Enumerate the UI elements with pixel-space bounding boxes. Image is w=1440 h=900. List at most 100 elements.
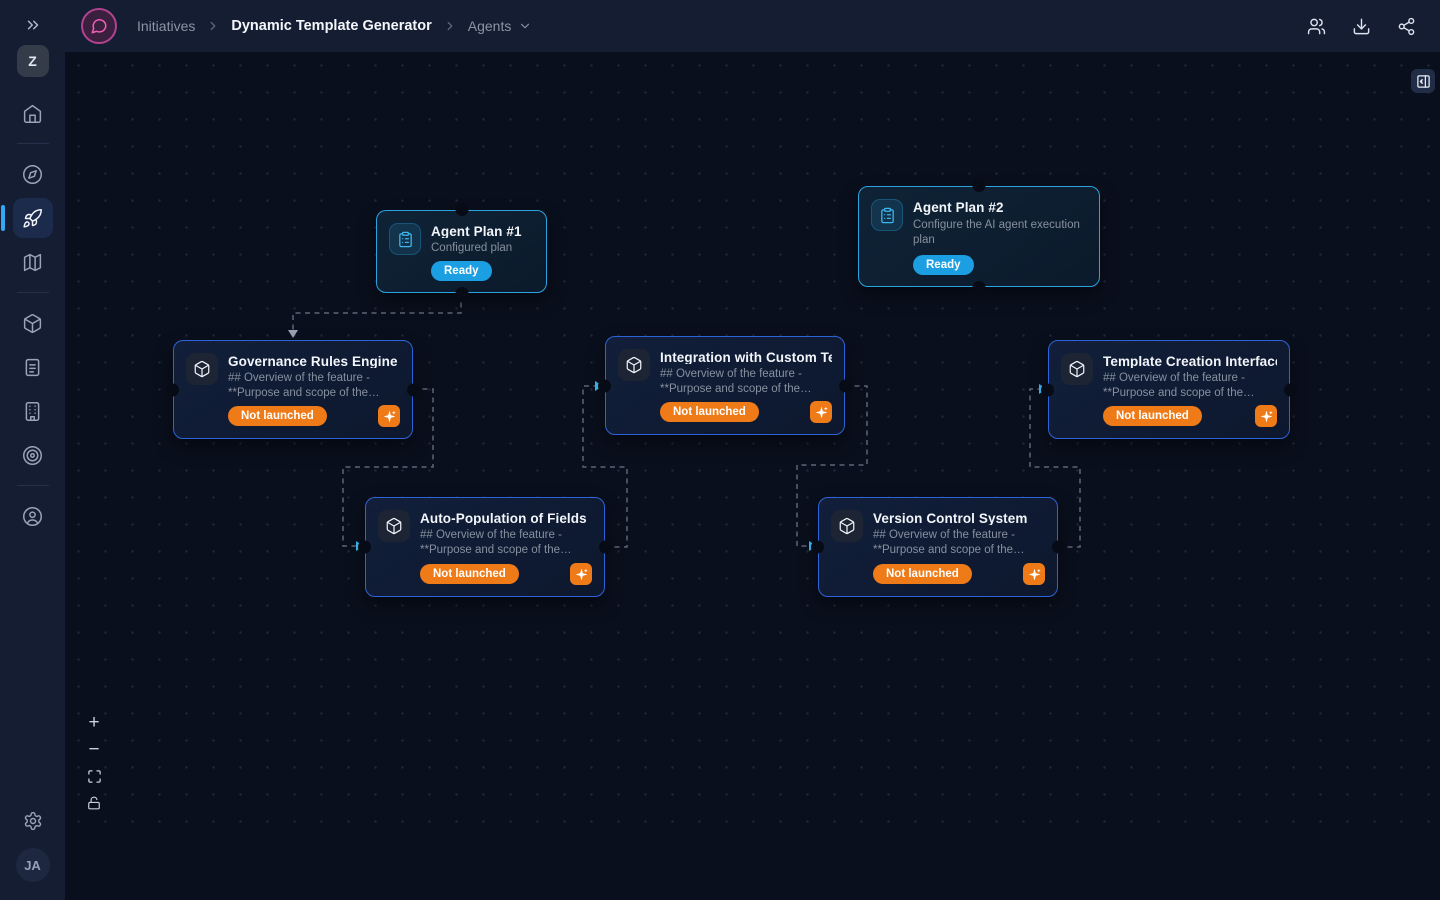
nodes-layer: Agent Plan #1 Configured plan Ready Agen… [65, 52, 1440, 900]
settings-button[interactable] [23, 811, 43, 834]
node-body: Version Control System ## Overview of th… [873, 509, 1045, 585]
rocket-icon [23, 208, 42, 228]
breadcrumb-view-selector[interactable]: Agents [467, 18, 512, 34]
node-description: ## Overview of the feature - **Purpose a… [660, 367, 802, 395]
sidebar-item-home[interactable] [13, 93, 53, 133]
sidebar-divider [16, 292, 49, 293]
lock-button[interactable] [82, 792, 106, 814]
status-badge: Not launched [660, 402, 759, 422]
topbar-actions [1307, 17, 1416, 36]
node-description: ## Overview of the feature - **Purpose a… [420, 529, 562, 557]
sparkles-icon [815, 406, 827, 418]
cube-icon [839, 517, 855, 535]
node-title: Auto-Population of Fields [420, 511, 587, 526]
sidebar-item-discover[interactable] [13, 154, 53, 194]
zoom-in-button[interactable]: + [82, 711, 106, 733]
canvas-node-version-control-system[interactable]: Version Control System ## Overview of th… [811, 497, 1065, 597]
node-handle[interactable] [1052, 540, 1065, 554]
sidebar-item-profile[interactable] [13, 496, 53, 536]
canvas-node-integration-with-custom-templates[interactable]: Integration with Custom Te... ## Overvie… [598, 336, 852, 435]
share-button[interactable] [1397, 17, 1416, 36]
sidebar-divider [16, 143, 49, 144]
clipboard-icon [398, 231, 412, 247]
node-type-icon [186, 353, 218, 385]
status-badge: Ready [913, 255, 974, 275]
node-title: Agent Plan #1 [431, 224, 522, 238]
members-icon [1307, 18, 1326, 34]
node-handle[interactable] [972, 179, 986, 192]
status-badge: Not launched [873, 564, 972, 584]
node-description: ## Overview of the feature - **Purpose a… [873, 529, 1015, 557]
clipboard-icon [880, 207, 894, 223]
sidebar-item-features[interactable] [13, 303, 53, 343]
active-indicator [0, 205, 5, 231]
canvas-node-agent-plan-1[interactable]: Agent Plan #1 Configured plan Ready [376, 203, 547, 300]
ai-generate-button[interactable] [1255, 405, 1277, 427]
node-body: Auto-Population of Fields ## Overview of… [420, 509, 592, 585]
panel-toggle-button[interactable] [1411, 69, 1435, 93]
ai-generate-button[interactable] [810, 401, 832, 423]
chevron-down-icon[interactable] [518, 19, 532, 33]
node-type-icon [871, 199, 903, 231]
node-handle[interactable] [166, 383, 179, 396]
node-handle[interactable] [811, 540, 824, 554]
user-avatar[interactable]: JA [15, 848, 50, 882]
sidebar-item-documents[interactable] [13, 347, 53, 387]
node-footer: Not launched [873, 557, 1045, 585]
export-button[interactable] [1352, 17, 1371, 36]
node-handle[interactable] [599, 540, 612, 554]
fit-view-icon [87, 769, 101, 783]
sidebar-item-goals[interactable] [13, 435, 53, 475]
package-icon [23, 313, 42, 333]
members-button[interactable] [1307, 17, 1326, 36]
workspace-avatar[interactable]: Z [16, 45, 49, 77]
node-description: ## Overview of the feature - **Purpose a… [228, 371, 370, 399]
canvas-node-governance-rules-engine[interactable]: Governance Rules Engine ## Overview of t… [166, 340, 420, 439]
breadcrumb-initiatives[interactable]: Initiatives [137, 18, 196, 34]
node-type-icon [1061, 353, 1093, 385]
chevrons-right-icon [27, 20, 38, 30]
node-body: Governance Rules Engine ## Overview of t… [228, 352, 400, 427]
cube-icon [386, 517, 402, 535]
ai-generate-button[interactable] [1023, 563, 1045, 585]
node-footer: Not launched [660, 395, 832, 423]
chevron-right-icon [210, 21, 216, 31]
node-handle[interactable] [839, 379, 852, 392]
topbar: Initiatives Dynamic Template Generator A… [65, 0, 1440, 52]
zoom-out-button[interactable]: − [82, 738, 106, 760]
node-type-icon [831, 510, 863, 542]
download-icon [1353, 18, 1370, 34]
flow-canvas[interactable]: Agent Plan #1 Configured plan Ready Agen… [65, 52, 1440, 900]
canvas-node-auto-population-of-fields[interactable]: Auto-Population of Fields ## Overview of… [358, 497, 612, 597]
node-handle[interactable] [598, 379, 611, 392]
node-handle[interactable] [358, 540, 371, 554]
sidebar-item-organization[interactable] [13, 391, 53, 431]
node-footer: Not launched [1103, 399, 1277, 427]
breadcrumb-current-page[interactable]: Dynamic Template Generator [231, 18, 432, 34]
status-badge: Not launched [228, 406, 327, 426]
building-icon [25, 401, 40, 421]
node-handle[interactable] [455, 287, 468, 300]
sidebar-item-map[interactable] [13, 242, 53, 282]
node-handle[interactable] [1041, 383, 1054, 396]
canvas-node-template-creation-interface[interactable]: Template Creation Interface ## Overview … [1041, 340, 1297, 439]
node-type-icon [389, 223, 421, 255]
ai-generate-button[interactable] [570, 563, 592, 585]
node-handle[interactable] [972, 281, 986, 294]
node-handle[interactable] [407, 383, 420, 396]
fit-view-button[interactable] [82, 765, 106, 787]
ai-generate-button[interactable] [378, 405, 400, 427]
workspace-initial: Z [28, 53, 37, 69]
breadcrumb: Initiatives Dynamic Template Generator A… [137, 18, 532, 34]
node-handle[interactable] [1284, 383, 1297, 396]
compass-icon [23, 164, 42, 184]
brand-logo[interactable] [81, 8, 117, 44]
node-footer: Ready [913, 249, 1087, 275]
canvas-node-agent-plan-2[interactable]: Agent Plan #2 Configure the AI agent exe… [858, 179, 1100, 294]
map-icon [23, 253, 42, 271]
status-badge: Not launched [1103, 406, 1202, 426]
expand-sidebar-button[interactable] [0, 0, 65, 50]
node-handle[interactable] [455, 203, 468, 216]
chat-bubble-icon [91, 19, 107, 34]
sidebar-item-initiatives[interactable] [0, 198, 53, 238]
